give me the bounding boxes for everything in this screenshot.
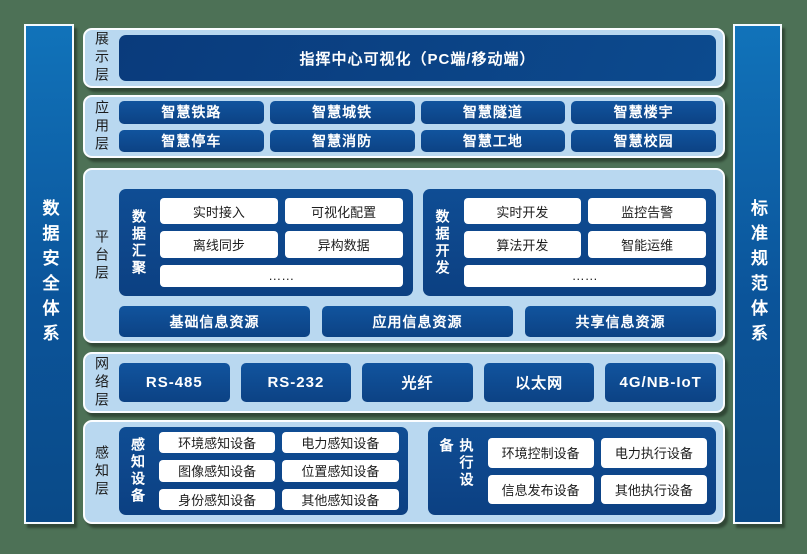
pill-realtime-development: 实时开发	[463, 198, 582, 225]
label-network-layer-text: 网络层	[94, 355, 110, 410]
data-aggregation-grid: 实时接入 可视化配置 离线同步 异构数据 ……	[160, 198, 403, 287]
perception-layer-content: 感知设备 环境感知设备 电力感知设备 图像感知设备 位置感知设备 身份感知设备 …	[119, 422, 723, 522]
pill-realtime-access: 实时接入	[160, 198, 278, 225]
pill-development-ellipsis: ……	[463, 264, 706, 287]
pill-heterogeneous-data: 异构数据	[284, 231, 403, 258]
pill-other-executor: 其他执行设备	[600, 474, 707, 504]
label-data-development-text: 数据开发	[434, 208, 451, 277]
pill-environment-sensor: 环境感知设备	[159, 432, 276, 454]
display-layer-content: 指挥中心可视化（PC端/移动端）	[119, 30, 723, 86]
box-executing-devices: 执行设备 环境控制设备 电力执行设备 信息发布设备 其他执行设备	[427, 427, 716, 515]
panel-display-layer: 展示层 指挥中心可视化（PC端/移动端）	[83, 28, 725, 88]
pill-smart-railway: 智慧铁路	[119, 101, 264, 124]
pill-smart-campus: 智慧校园	[571, 129, 716, 152]
panel-perception-layer: 感知层 感知设备 环境感知设备 电力感知设备 图像感知设备 位置感知设备 身份感…	[83, 420, 725, 524]
pill-smart-tunnel: 智慧隧道	[420, 101, 566, 124]
pill-info-publishing: 信息发布设备	[487, 474, 594, 504]
pill-algorithm-development: 算法开发	[463, 231, 582, 258]
pill-smart-firefighting: 智慧消防	[269, 129, 415, 152]
pillar-data-security: 数据安全体系	[24, 24, 74, 524]
pill-command-center-visualization: 指挥中心可视化（PC端/移动端）	[119, 35, 716, 81]
pill-identity-sensor: 身份感知设备	[159, 488, 276, 510]
pill-basic-info-resource: 基础信息资源	[119, 306, 310, 337]
box-sensing-devices: 感知设备 环境感知设备 电力感知设备 图像感知设备 位置感知设备 身份感知设备 …	[119, 427, 408, 515]
label-data-aggregation: 数据汇聚	[129, 198, 149, 287]
pill-smart-metro: 智慧城铁	[269, 101, 415, 124]
pill-environment-control: 环境控制设备	[487, 438, 594, 468]
pill-aggregation-ellipsis: ……	[160, 264, 403, 287]
pill-rs-232: RS-232	[240, 363, 352, 402]
network-layer-grid: RS-485 RS-232 光纤 以太网 4G/NB-IoT	[119, 354, 723, 411]
label-display-layer-text: 展示层	[94, 31, 110, 85]
pill-power-sensor: 电力感知设备	[282, 432, 399, 454]
data-development-grid: 实时开发 监控告警 算法开发 智能运维 ……	[463, 198, 706, 287]
label-application-layer-text: 应用层	[94, 99, 110, 154]
sensing-devices-grid: 环境感知设备 电力感知设备 图像感知设备 位置感知设备 身份感知设备 其他感知设…	[159, 432, 399, 510]
label-perception-layer-text: 感知层	[94, 445, 110, 499]
label-platform-layer: 平台层	[85, 170, 119, 341]
label-perception-layer: 感知层	[85, 422, 119, 522]
label-sensing-devices: 感知设备	[128, 432, 148, 510]
label-network-layer: 网络层	[85, 354, 119, 411]
label-application-layer: 应用层	[85, 97, 119, 156]
pill-smart-building: 智慧楼宇	[571, 101, 716, 124]
label-platform-layer-text: 平台层	[94, 228, 110, 283]
panel-network-layer: 网络层 RS-485 RS-232 光纤 以太网 4G/NB-IoT	[83, 352, 725, 413]
pill-visualization-config: 可视化配置	[284, 198, 403, 225]
label-display-layer: 展示层	[85, 30, 119, 86]
pill-monitoring-alerts: 监控告警	[588, 198, 706, 225]
pill-4g-nb-iot: 4G/NB-IoT	[605, 363, 716, 402]
pillar-data-security-label: 数据安全体系	[39, 199, 59, 349]
box-data-aggregation: 数据汇聚 实时接入 可视化配置 离线同步 异构数据 ……	[119, 189, 413, 296]
label-executing-devices: 执行设备	[437, 438, 477, 504]
label-data-aggregation-text: 数据汇聚	[131, 208, 147, 277]
pill-offline-sync: 离线同步	[160, 231, 278, 258]
panel-platform-layer: 平台层 数据汇聚 实时接入 可视化配置 离线同步 异构数据 …… 数据开发	[83, 168, 725, 343]
pill-optical-fiber: 光纤	[362, 363, 473, 402]
pill-other-sensor: 其他感知设备	[282, 488, 399, 510]
pill-intelligent-ops: 智能运维	[588, 231, 706, 258]
pill-image-sensor: 图像感知设备	[159, 460, 276, 482]
label-data-development: 数据开发	[433, 198, 453, 287]
platform-groups: 数据汇聚 实时接入 可视化配置 离线同步 异构数据 …… 数据开发 实时开发 监…	[119, 189, 716, 296]
box-data-development: 数据开发 实时开发 监控告警 算法开发 智能运维 ……	[422, 189, 716, 296]
pill-shared-info-resource: 共享信息资源	[525, 306, 716, 337]
pillar-standards: 标准规范体系	[733, 24, 782, 524]
application-layer-grid: 智慧铁路 智慧城铁 智慧隧道 智慧楼宇 智慧停车 智慧消防 智慧工地 智慧校园	[119, 97, 723, 156]
pill-smart-parking: 智慧停车	[119, 129, 264, 152]
platform-layer-content: 数据汇聚 实时接入 可视化配置 离线同步 异构数据 …… 数据开发 实时开发 监…	[119, 170, 723, 341]
label-sensing-devices-text: 感知设备	[130, 437, 146, 505]
panel-application-layer: 应用层 智慧铁路 智慧城铁 智慧隧道 智慧楼宇 智慧停车 智慧消防 智慧工地 智…	[83, 95, 725, 158]
pill-application-info-resource: 应用信息资源	[322, 306, 513, 337]
pillar-standards-label: 标准规范体系	[748, 199, 767, 349]
platform-resources-row: 基础信息资源 应用信息资源 共享信息资源	[119, 306, 716, 337]
label-executing-devices-text: 执行设备	[438, 438, 475, 489]
pill-location-sensor: 位置感知设备	[282, 460, 399, 482]
pill-rs-485: RS-485	[119, 363, 230, 402]
pill-smart-worksite: 智慧工地	[420, 129, 566, 152]
pill-ethernet: 以太网	[483, 363, 595, 402]
pill-power-executor: 电力执行设备	[600, 438, 707, 468]
executing-devices-grid: 环境控制设备 电力执行设备 信息发布设备 其他执行设备	[487, 438, 707, 504]
